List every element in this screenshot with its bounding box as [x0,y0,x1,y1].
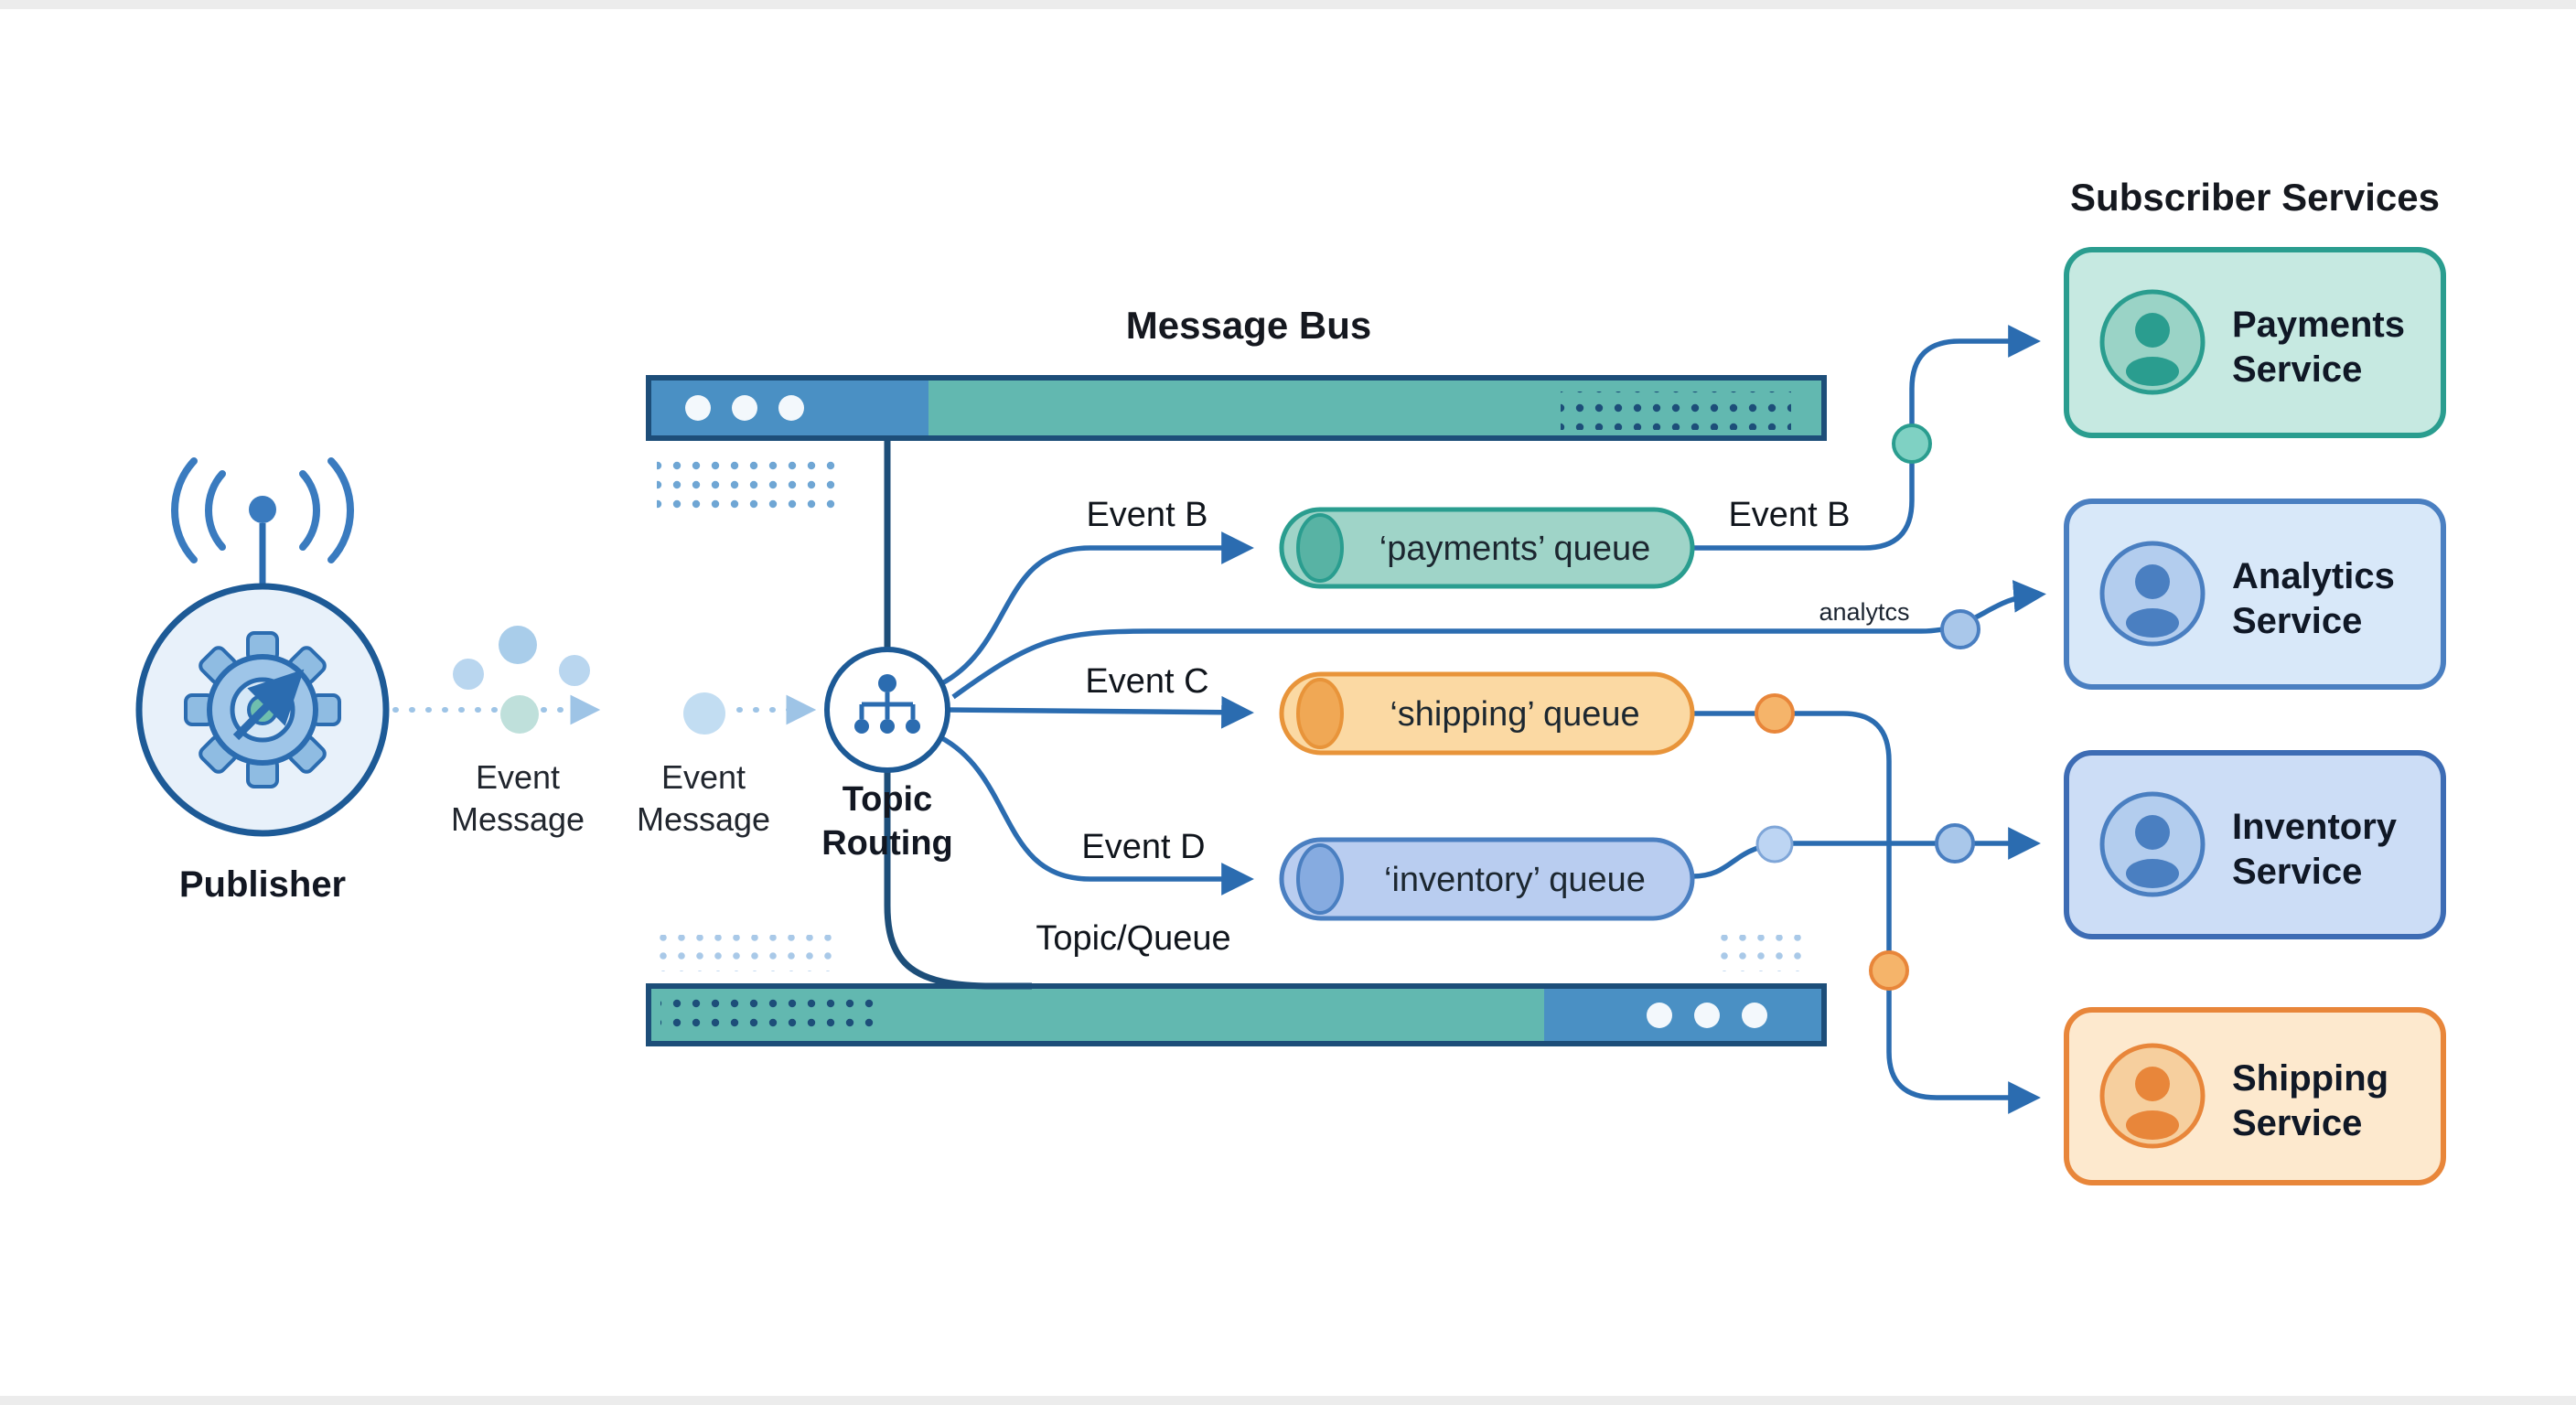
bus-indicator-dot [1647,1003,1672,1028]
subscriber-services-title: Subscriber Services [2070,176,2440,219]
queue-inventory: ‘inventory’ queue [1279,837,1695,921]
topic-routing-label: Routing [821,824,953,863]
antenna-icon [249,496,276,523]
connector-node-payments [1892,424,1932,464]
bottom-edge-strip [0,1396,2576,1405]
user-icon [2099,1043,2206,1149]
topic-routing-node: Topic Routing [821,647,953,863]
connector-node-shipping-2 [1869,950,1909,991]
publisher-label: Publisher [179,864,346,905]
decor-dot-grid [1716,935,1808,971]
connector-node-inventory-1 [1755,825,1794,863]
event-message-line: Message [637,800,770,838]
queue-payments-label: ‘payments’ queue [1379,530,1650,568]
event-b-right-label: Event B [1728,496,1850,534]
queue-payments: ‘payments’ queue [1279,507,1695,589]
edge-topic-to-analytics-service [951,580,2046,700]
event-message-line: Event [661,758,746,796]
service-label: Service [2232,852,2362,892]
user-icon [2099,541,2206,647]
user-icon [2099,791,2206,897]
event-c-label: Event C [1085,662,1208,701]
service-label: Service [2232,349,2362,390]
queue-cylinder-cap [1296,678,1344,749]
queue-cylinder-cap [1296,513,1344,583]
service-label: Inventory [2232,807,2398,847]
message-bus-title: Message Bus [1126,304,1371,347]
service-label: Payments [2232,305,2405,345]
edge-topic-to-payments-queue [939,531,1254,687]
event-message-label-2: Event Message [637,758,770,838]
bus-indicator-dot [1694,1003,1720,1028]
service-card-analytics: Analytics Service [2064,499,2446,690]
service-label: Analytics [2232,556,2395,596]
service-card-inventory: Inventory Service [2064,750,2446,939]
queue-cylinder-cap [1296,843,1344,915]
event-message-label-1: Event Message [451,758,585,838]
event-message-bubbles [453,626,725,735]
topic-routing-label: Topic [843,780,933,819]
service-card-shipping: Shipping Service [2064,1007,2446,1185]
signal-waves-icon [171,457,354,563]
edge-topic-to-bottom-bus [884,770,1032,990]
top-edge-strip [0,0,2576,9]
message-bus-bar-top [646,375,1827,441]
service-label: Service [2232,601,2362,641]
event-message-line: Event [476,758,560,796]
edge-inventory-queue-to-service [1691,827,2041,879]
event-b-label: Event B [1086,496,1208,534]
topic-queue-label: Topic/Queue [1036,919,1230,958]
decor-dot-grid [657,935,840,971]
analytics-edge-label: analytcs [1819,598,1909,626]
connector-node-shipping-1 [1755,693,1795,734]
queue-shipping-label: ‘shipping’ queue [1390,695,1639,734]
service-card-payments: Payments Service [2064,247,2446,438]
bus-dot-grid [660,997,880,1035]
bus-indicator-dot [1742,1003,1767,1028]
edge-topic-to-inventory-queue [939,735,1254,896]
event-d-label: Event D [1081,828,1205,866]
gear-icon [184,631,341,788]
edge-shipping-queue-to-service [1692,711,2041,1114]
bus-indicator-dot [778,395,804,421]
queue-inventory-label: ‘inventory’ queue [1384,861,1646,899]
service-label: Service [2232,1103,2362,1143]
publisher-node: Publisher [135,457,390,905]
event-message-line: Message [451,800,585,838]
hierarchy-tree-icon [854,674,920,734]
edge-topic-to-shipping-queue [947,695,1254,729]
connector-node-analytics [1940,609,1980,649]
bus-indicator-dot [732,395,757,421]
bus-indicator-dot [685,395,711,421]
gear-arrow-icon [232,669,305,741]
decor-dot-grid [657,457,843,518]
message-bus-bar-bottom [646,983,1827,1046]
bus-dot-grid [1561,391,1791,430]
queue-shipping: ‘shipping’ queue [1279,671,1695,756]
connector-node-inventory-2 [1935,823,1975,863]
service-label: Shipping [2232,1058,2388,1099]
user-icon [2099,289,2206,395]
